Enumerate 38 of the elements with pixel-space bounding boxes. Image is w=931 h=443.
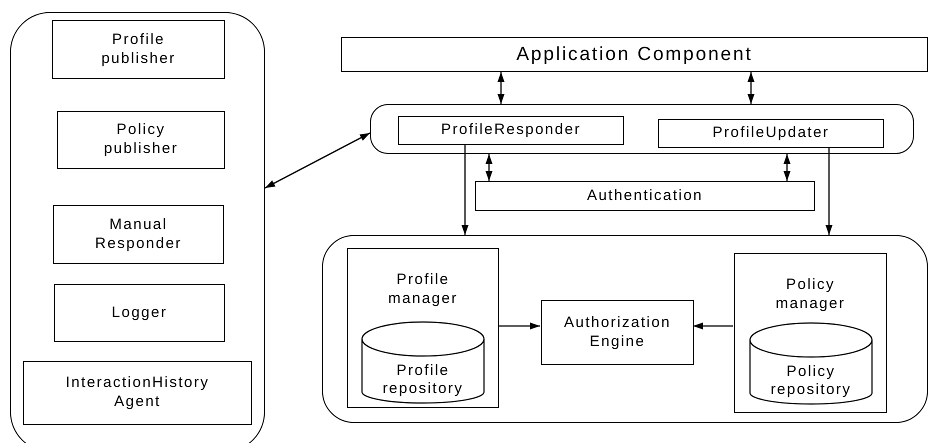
arrow — [748, 72, 754, 104]
component-box — [475, 181, 815, 211]
arrow — [784, 154, 790, 181]
arrow — [498, 322, 540, 330]
component-box — [398, 116, 624, 145]
arrow — [264, 132, 370, 189]
arrow — [462, 144, 468, 235]
component-label: Policy publisher — [102, 121, 180, 159]
arrow — [498, 72, 504, 104]
arrow — [486, 154, 492, 181]
component-label: ProfileUpdater — [712, 124, 830, 143]
manager-box — [347, 248, 499, 408]
rounded-container — [370, 104, 914, 154]
component-label: Profile repository — [382, 362, 464, 399]
component-box — [23, 361, 252, 425]
arrow — [826, 147, 832, 235]
component-label: Policy repository — [770, 362, 852, 400]
component-label: Profile publisher — [100, 30, 177, 68]
rounded-container — [10, 12, 265, 443]
component-label: Authorization Engine — [562, 314, 672, 352]
component-label: InteractionHistory Agent — [64, 374, 210, 412]
component-box — [52, 20, 225, 79]
component-label: Profile manager — [387, 271, 459, 308]
component-label: Authentication — [586, 186, 704, 206]
rounded-container — [322, 235, 928, 423]
component-label: Manual Responder — [94, 216, 183, 254]
component-box — [57, 111, 225, 169]
arrow — [693, 322, 733, 330]
component-box — [54, 284, 225, 342]
component-label: Application Component — [516, 42, 753, 66]
component-box — [53, 205, 224, 264]
component-label: Policy manager — [774, 276, 846, 314]
component-label: ProfileResponder — [441, 121, 581, 140]
manager-box — [734, 253, 887, 413]
component-label: Logger — [112, 304, 168, 322]
component-box — [658, 119, 884, 148]
component-box — [341, 37, 928, 72]
component-box — [541, 300, 694, 365]
